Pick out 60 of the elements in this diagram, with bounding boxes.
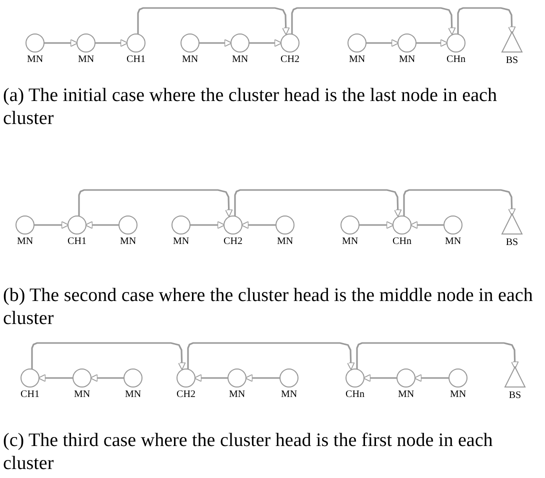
node-label: BS (504, 55, 520, 66)
node-label: CHn (392, 236, 412, 247)
node-label: CH1 (126, 54, 146, 65)
node-label: MN (398, 54, 416, 65)
arrow (199, 39, 232, 47)
node-label: MN (448, 389, 468, 400)
node-label: MN (172, 236, 190, 247)
node-label: CH2 (280, 54, 300, 65)
node-label: MN (230, 54, 250, 65)
node-label: MN (16, 236, 34, 247)
arrow (31, 342, 186, 370)
node-label: MN (280, 389, 298, 400)
arrow (356, 342, 519, 370)
node-label: MN (228, 389, 246, 400)
node-label: BS (508, 390, 522, 401)
panel-caption: (c) The third case where the cluster head is the first node in each cluster (3, 429, 494, 475)
node-label: MN (396, 389, 416, 400)
arrow (187, 342, 355, 370)
panel-caption: (b) The second case where the cluster head is the middle node in each cluster (3, 284, 534, 330)
arrow (359, 221, 394, 229)
arrow (234, 189, 402, 218)
arrow (38, 374, 73, 382)
arrow (249, 39, 282, 47)
node-label: CH1 (20, 389, 40, 400)
node-label: BS (504, 237, 520, 248)
arrow (137, 7, 290, 36)
arrow (90, 374, 124, 382)
arrow (95, 39, 128, 47)
arrow (240, 221, 276, 229)
arrow (78, 189, 233, 218)
node-label: CH2 (176, 389, 196, 400)
arrow (366, 39, 400, 47)
node-label: MN (26, 54, 44, 65)
arrow (291, 7, 456, 36)
arrow (194, 374, 228, 382)
node-label: MN (276, 236, 294, 247)
arrow (416, 39, 448, 47)
node-label: CH1 (66, 236, 88, 247)
node-label: MN (118, 236, 138, 247)
node-label: MN (444, 236, 462, 247)
arrow (457, 7, 516, 34)
arrow (190, 221, 226, 229)
arrow (244, 374, 280, 382)
panel-caption: (a) The initial case where the cluster head is the last node in each cluster (3, 84, 498, 130)
node-label: CHn (344, 389, 366, 400)
node-label: MN (348, 54, 366, 65)
node-label: CHn (446, 54, 466, 65)
arrow (44, 39, 78, 47)
arrow (410, 221, 444, 229)
node-label: MN (180, 54, 200, 65)
arrow (414, 374, 449, 382)
arrow (34, 221, 70, 229)
node-label: MN (76, 54, 96, 65)
node-label: MN (124, 389, 142, 400)
arrow (362, 374, 397, 382)
arrow (403, 189, 516, 216)
arrow (84, 221, 119, 229)
node-label: CH2 (222, 236, 244, 247)
node-label: MN (340, 236, 360, 247)
node-label: MN (72, 389, 92, 400)
